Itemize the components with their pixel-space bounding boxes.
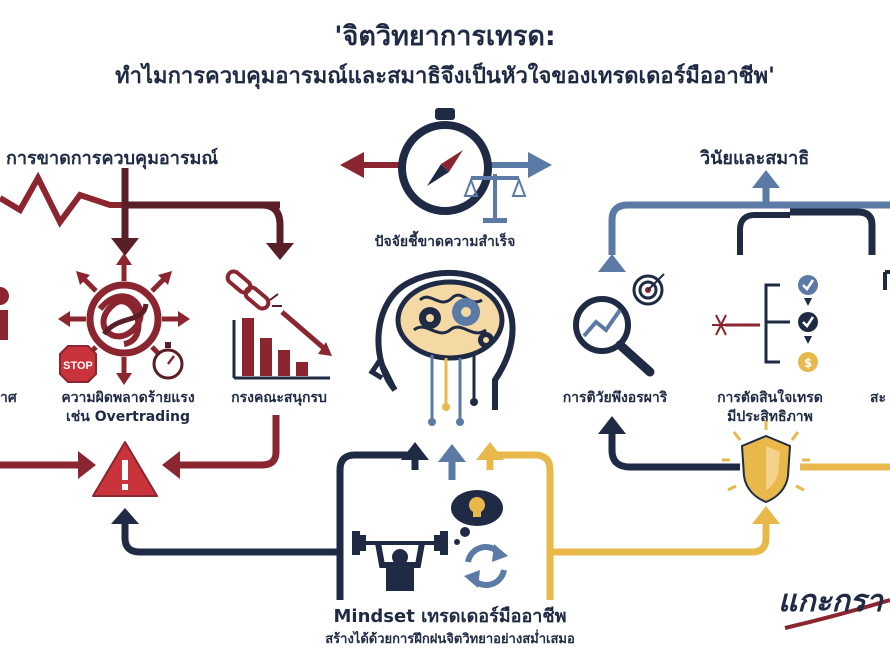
right-flow-lines	[550, 170, 890, 556]
person-icon	[0, 287, 9, 340]
magnifier-chart-icon	[573, 296, 655, 377]
left-flow-lines	[0, 168, 340, 556]
svg-text:$: $	[804, 356, 812, 370]
left-item-3-label: กรงคณะสนุกรบ	[231, 390, 327, 406]
broken-chain-icon	[225, 269, 282, 311]
center-bottom-flow	[336, 442, 554, 600]
brain-icon	[395, 279, 505, 361]
page-title: 'จิตวิทยาการเทรด:	[334, 21, 556, 52]
warning-triangle-icon	[92, 441, 158, 497]
right-item-2-label-line1: การตัดสินใจเทรด	[717, 390, 823, 406]
target-icon	[632, 273, 665, 306]
left-section-heading: การขาดการควบคุมอารมณ์	[6, 148, 219, 169]
right-partial-icon	[883, 270, 890, 290]
head-profile-icon	[368, 269, 516, 410]
left-item-2-label-line1: ความผิดพลาดร้ายแรง	[61, 390, 195, 406]
right-item-3-label: สะ	[870, 390, 887, 406]
center-top-label: ปัจจัยชี้ขาดความสำเร็จ	[374, 234, 516, 250]
checklist-icon: $	[712, 275, 818, 372]
lightbulb-icon	[451, 490, 503, 545]
stopwatch-icon	[152, 342, 184, 380]
right-section-heading: วินัยและสมาธิ	[700, 148, 810, 169]
left-item-2-label-line2: เช่น Overtrading	[65, 409, 190, 425]
mindset-title: Mindset เทรดเดอร์มืออาชีพ	[333, 606, 567, 627]
cycle-arrows-icon	[464, 544, 508, 588]
weightlifter-icon	[352, 531, 448, 591]
gears-icon	[419, 298, 494, 348]
stop-sign-icon: STOP	[59, 345, 97, 383]
mindset-subtitle: สร้างได้ด้วยการฝึกฝนจิตวิทยาอย่างสม่ำเสม…	[325, 632, 575, 647]
left-item-1-label: าศ	[0, 390, 17, 406]
circuit-lines	[428, 355, 478, 426]
stop-sign-text: STOP	[63, 360, 93, 372]
shield-icon	[722, 420, 810, 504]
right-item-2-label-line2: มีประสิทธิภาพ	[727, 409, 813, 425]
signature-underline	[784, 598, 890, 630]
signature-logo: แกะกรา	[778, 584, 883, 619]
scale-icon	[463, 174, 527, 223]
falling-bars-icon	[232, 310, 332, 380]
center-top-arrows	[340, 152, 552, 178]
right-item-1-label: การติวัยพึงอรผาริ	[562, 390, 668, 406]
page-subtitle: ทำไมการควบคุมอารมณ์และสมาธิจึงเป็นหัวใจข…	[115, 64, 775, 89]
